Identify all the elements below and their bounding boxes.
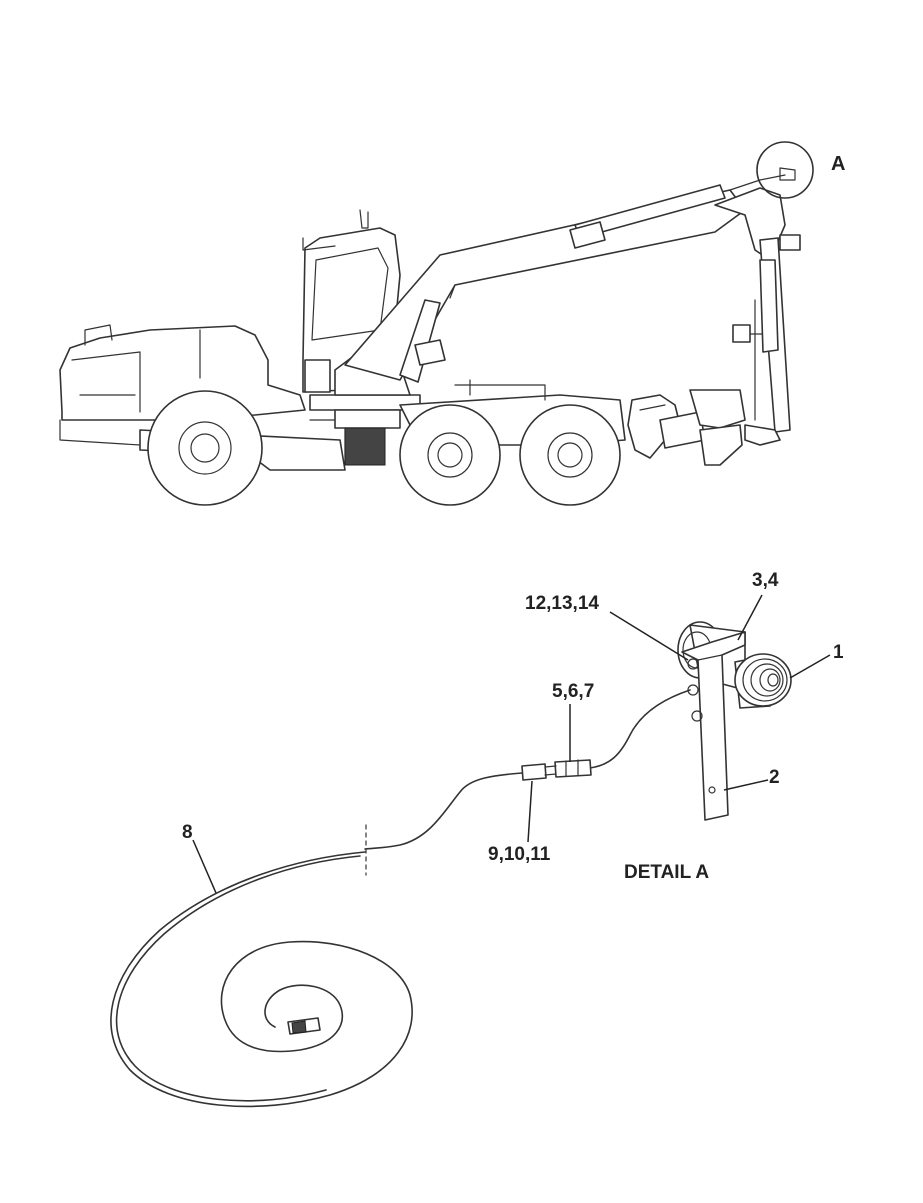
callout-5-6-7: 5,6,7 — [552, 681, 594, 702]
detail-circle — [756, 141, 814, 199]
callout-3-4: 3,4 — [752, 570, 779, 591]
detail-marker-label: A — [831, 153, 845, 175]
callout-1: 1 — [833, 642, 844, 663]
callout-8: 8 — [182, 822, 193, 843]
work-lamp-assembly — [110, 621, 792, 1108]
detail-title: DETAIL A — [624, 862, 709, 883]
harvester-machine — [59, 167, 801, 506]
callout-12-13-14: 12,13,14 — [525, 593, 599, 614]
lamp-lens — [734, 653, 792, 709]
callout-2: 2 — [769, 767, 780, 788]
callout-9-10-11: 9,10,11 — [488, 844, 551, 865]
